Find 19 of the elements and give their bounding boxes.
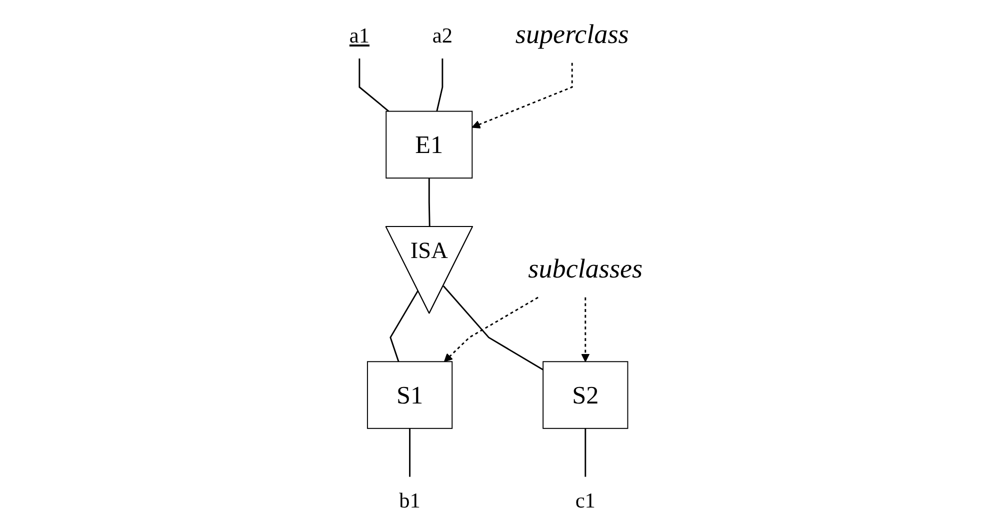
node-text: superclass xyxy=(515,20,629,50)
node-box: S2 xyxy=(542,361,628,429)
connector xyxy=(436,58,444,112)
connector xyxy=(358,58,390,112)
node-text: subclasses xyxy=(528,254,643,284)
node-box: E1 xyxy=(386,110,473,179)
arrow xyxy=(581,297,590,362)
connector xyxy=(409,428,411,477)
connector xyxy=(442,286,544,370)
connector xyxy=(390,290,419,362)
arrow xyxy=(444,296,538,362)
node-text: c1 xyxy=(575,488,596,512)
node-text: a2 xyxy=(432,23,452,48)
connector xyxy=(428,178,430,227)
node-box: S1 xyxy=(366,361,453,429)
node-text: b1 xyxy=(399,488,420,512)
node-text: a1 xyxy=(349,23,370,48)
connector xyxy=(584,428,586,477)
arrow xyxy=(472,62,573,128)
